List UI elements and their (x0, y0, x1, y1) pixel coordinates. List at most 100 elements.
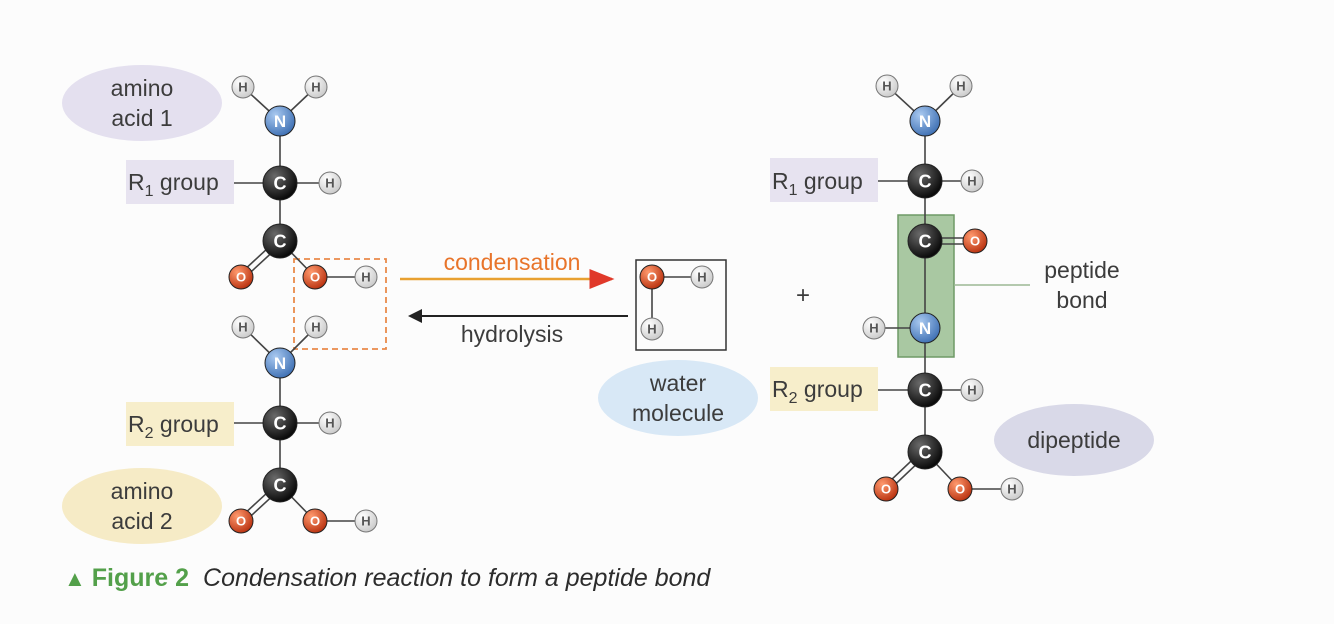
aa1-carboxyl-carbon: C (262, 223, 298, 259)
aa1-hydrogen-hydroxyl-symbol: H (361, 270, 370, 285)
aa2-alpha-carbon-symbol: C (274, 413, 287, 433)
water-molecule-bubble (598, 360, 758, 436)
aa2-hydrogen-1-symbol: H (238, 320, 247, 335)
aa1-oxygen-hydroxyl-symbol: O (310, 270, 320, 285)
dp-hydrogen-4-symbol: H (967, 383, 976, 398)
aa2-hydrogen-hydroxyl-symbol: H (361, 514, 370, 529)
peptide-bond-label-line1: peptide (1044, 257, 1119, 283)
dp-nitrogen-1: N (909, 105, 941, 137)
aa2-hydrogen-3-symbol: H (325, 416, 334, 431)
dp-hydrogen-2: H (949, 74, 973, 98)
dp-oxygen-hydroxyl-symbol: O (955, 482, 965, 497)
dp-hydrogen-2-symbol: H (956, 79, 965, 94)
aa2-hydrogen-hydroxyl-sphere (354, 509, 378, 533)
aa1-hydrogen-2: H (304, 75, 328, 99)
dp-oxygen-hydroxyl: O (947, 476, 973, 502)
aa2-hydrogen-1-sphere (231, 315, 255, 339)
amino-acid-2-label-line1: amino (111, 478, 174, 504)
dp-hydrogen-hydroxyl-sphere (1000, 477, 1024, 501)
dp-alpha-carbon-1-sphere (907, 163, 943, 199)
r1-group-box-left (126, 160, 234, 204)
amino-acid-1-label-line2: acid 1 (111, 105, 172, 131)
aa2-carboxyl-carbon-sphere (262, 467, 298, 503)
dp-oxygen-carbonyl-sphere (962, 228, 988, 254)
dp-oxygen-double-sphere (873, 476, 899, 502)
water-molecule-label-line1: water (649, 370, 707, 396)
dp-hydrogen-1: H (875, 74, 899, 98)
dp-hydrogen-hydroxyl-symbol: H (1007, 482, 1016, 497)
aa2-carboxyl-carbon-symbol: C (274, 475, 287, 495)
amino-acid-2-bubble (62, 468, 222, 544)
plus-sign: + (796, 282, 810, 309)
water-molecule-label-line2: molecule (632, 400, 724, 426)
r2-group-label-left: R2 group (128, 411, 219, 442)
aa1-oxygen-double: O (228, 264, 254, 290)
aa1-hydrogen-2-sphere (304, 75, 328, 99)
amino-acid-1-bubble (62, 65, 222, 141)
aa2-alpha-carbon: C (262, 405, 298, 441)
dipeptide-label: dipeptide (1027, 427, 1120, 453)
dp-alpha-carbon-2-symbol: C (919, 380, 932, 400)
r1-group-box-right (770, 158, 878, 202)
dp-carboxyl-carbon-sphere (907, 434, 943, 470)
aa1-hydrogen-1: H (231, 75, 255, 99)
aa1-oxygen-hydroxyl: O (302, 264, 328, 290)
r1-group-label-left: R1 group (128, 169, 219, 200)
dp-nitrogen-2-sphere (909, 312, 941, 344)
dp-hydrogen-amide-symbol: H (869, 321, 878, 336)
aa2-hydrogen-2-sphere (304, 315, 328, 339)
dp-hydrogen-1-symbol: H (882, 79, 891, 94)
water-molecule-box (635, 259, 727, 351)
dp-alpha-carbon-2: C (907, 372, 943, 408)
dp-hydrogen-4-sphere (960, 378, 984, 402)
dp-hydrogen-4: H (960, 378, 984, 402)
aa2-nitrogen-symbol: N (274, 354, 286, 373)
r1-group-label-right: R1 group (772, 168, 863, 199)
dp-oxygen-carbonyl-symbol: O (970, 234, 980, 249)
dp-nitrogen-2-symbol: N (919, 319, 931, 338)
caption-text: Condensation reaction to form a peptide … (203, 564, 711, 592)
aa2-oxygen-hydroxyl: O (302, 508, 328, 534)
dp-carboxyl-carbon-symbol: C (919, 442, 932, 462)
dp-alpha-carbon-1-symbol: C (919, 171, 932, 191)
aa1-hydrogen-1-symbol: H (238, 80, 247, 95)
aa2-hydrogen-2: H (304, 315, 328, 339)
aa1-carboxyl-carbon-sphere (262, 223, 298, 259)
aa2-hydrogen-3-sphere (318, 411, 342, 435)
water-oxygen: O (639, 264, 665, 290)
dp-alpha-carbon-2-sphere (907, 372, 943, 408)
dp-oxygen-double-symbol: O (881, 482, 891, 497)
r2-group-label-right: R2 group (772, 376, 863, 407)
aa1-nitrogen: N (264, 105, 296, 137)
dp-nitrogen-2: N (909, 312, 941, 344)
aa1-hydrogen-2-symbol: H (311, 80, 320, 95)
water-hydrogen-2-sphere (640, 317, 664, 341)
peptide-bond-label-line2: bond (1056, 287, 1107, 313)
aa2-hydrogen-2-symbol: H (311, 320, 320, 335)
dp-hydrogen-2-sphere (949, 74, 973, 98)
r2-group-box-left (126, 402, 234, 446)
dp-hydrogen-1-sphere (875, 74, 899, 98)
water-hydrogen-1: H (690, 265, 714, 289)
water-oxygen-sphere (639, 264, 665, 290)
aa2-alpha-carbon-sphere (262, 405, 298, 441)
water-hydrogen-1-symbol: H (697, 270, 706, 285)
dp-carbonyl-carbon: C (907, 223, 943, 259)
water-hydrogen-2: H (640, 317, 664, 341)
aa1-hydrogen-hydroxyl-sphere (354, 265, 378, 289)
aa2-hydrogen-1: H (231, 315, 255, 339)
aa2-oxygen-double: O (228, 508, 254, 534)
dp-oxygen-double: O (873, 476, 899, 502)
condensation-label: condensation (444, 249, 581, 275)
aa2-nitrogen: N (264, 347, 296, 379)
r2-group-box-right (770, 367, 878, 411)
aa2-nitrogen-sphere (264, 347, 296, 379)
caption-triangle-icon: ▲ (64, 566, 86, 591)
aa1-hydrogen-1-sphere (231, 75, 255, 99)
aa1-hydrogen-3-symbol: H (325, 176, 334, 191)
aa1-oxygen-hydroxyl-sphere (302, 264, 328, 290)
aa2-oxygen-double-sphere (228, 508, 254, 534)
aa1-nitrogen-symbol: N (274, 112, 286, 131)
